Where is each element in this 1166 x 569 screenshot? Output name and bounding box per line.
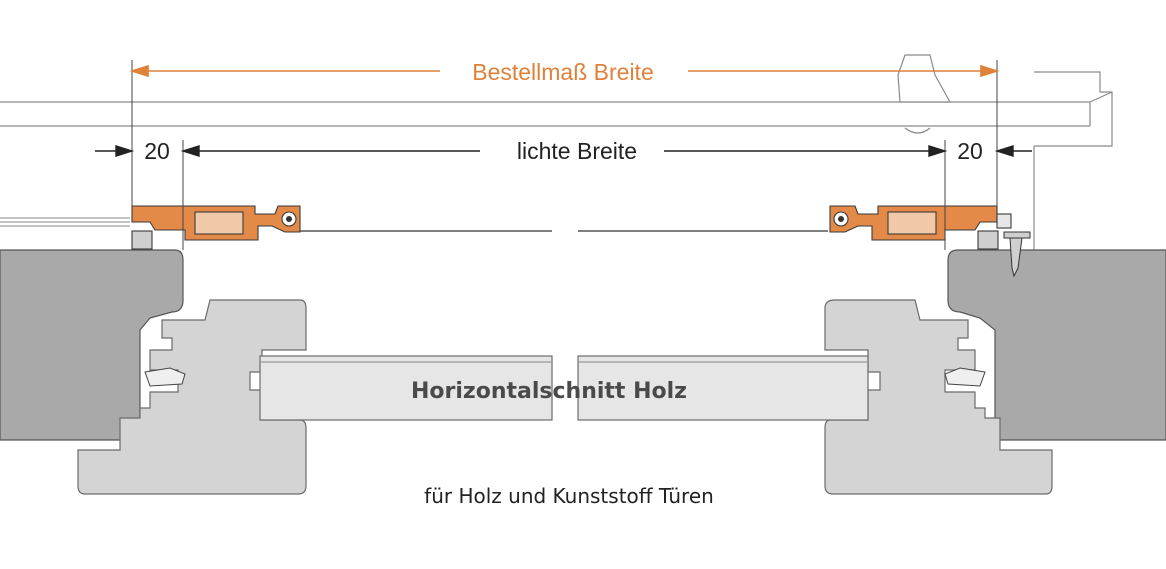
right-offset-dimension [994,145,1032,157]
right-seal-clip [944,367,986,387]
section-title: Horizontalschnitt Holz [411,379,687,404]
door-handle [897,54,952,134]
right-wall [947,249,1166,441]
left-door-frame [77,299,307,495]
screw [1003,231,1031,278]
left-wall [0,249,184,441]
clear-width-dimension [180,145,948,157]
left-seal-lines [0,217,130,227]
left-offset-dimension [95,145,135,157]
order-width-dimension [129,64,1000,78]
extension-lines [131,60,998,250]
clear-width-label: lichte Breite [517,138,637,164]
right-offset-label: 20 [957,138,983,164]
right-door-frame [824,299,1053,495]
left-offset-label: 20 [144,138,170,164]
right-threshold-profile [829,205,1012,250]
left-seal-clip [144,367,186,387]
order-width-label: Bestellmaß Breite [472,59,654,85]
door-leaf [259,355,869,421]
section-subtitle: für Holz und Kunststoff Türen [424,484,714,508]
left-threshold-profile [131,205,301,250]
